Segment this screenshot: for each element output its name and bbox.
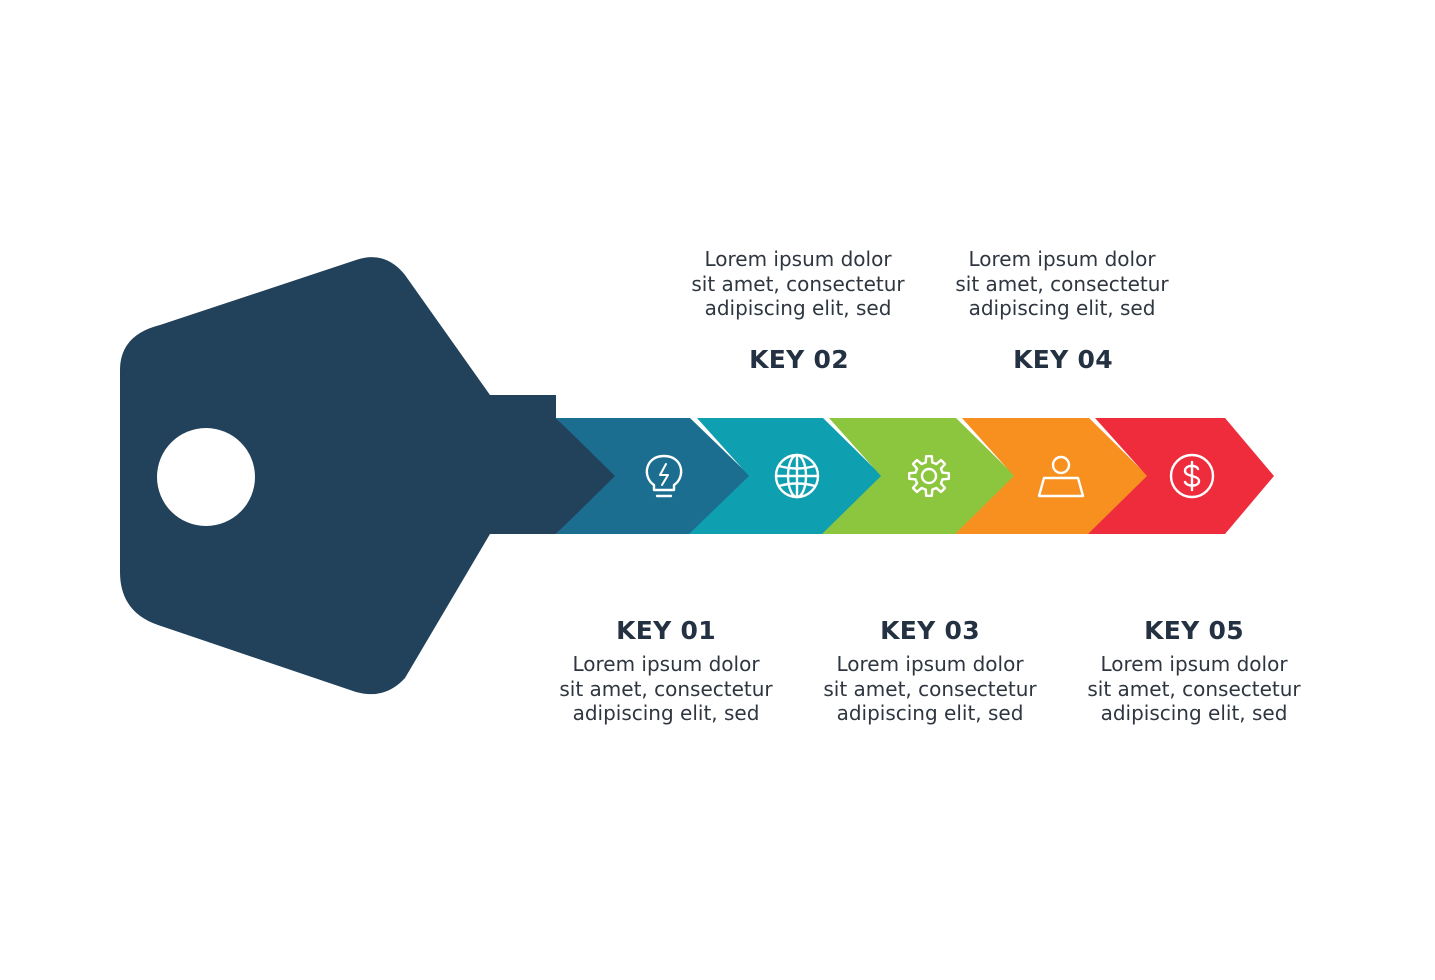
user-icon: [1037, 455, 1085, 498]
step-description-key-03: Lorem ipsum dolor sit amet, consectetur …: [785, 652, 1075, 726]
arrow-segment-4: [955, 418, 1148, 534]
desc-line: adipiscing elit, sed: [1100, 701, 1288, 725]
desc-line: Lorem ipsum dolor: [572, 652, 760, 676]
desc-line: sit amet, consectetur: [823, 676, 1037, 701]
step-description-key-01: Lorem ipsum dolor sit amet, consectetur …: [521, 652, 811, 726]
desc-line: adipiscing elit, sed: [968, 296, 1156, 320]
desc-line: Lorem ipsum dolor: [836, 652, 1024, 676]
step-title-key-02: KEY 02: [749, 345, 849, 374]
step-description-key-04: Lorem ipsum dolor sit amet, consectetur …: [917, 247, 1207, 321]
desc-line: adipiscing elit, sed: [572, 701, 760, 725]
gear-icon: [908, 455, 950, 497]
lightbulb-icon: [645, 454, 683, 498]
desc-line: sit amet, consectetur: [559, 676, 773, 701]
step-title-key-01: KEY 01: [616, 616, 716, 645]
step-description-key-02: Lorem ipsum dolor sit amet, consectetur …: [653, 247, 943, 321]
desc-line: sit amet, consectetur: [955, 271, 1169, 296]
desc-line: sit amet, consectetur: [691, 271, 905, 296]
desc-line: Lorem ipsum dolor: [1100, 652, 1288, 676]
dollar-icon: [1169, 453, 1215, 499]
arrow-segment-1: [556, 418, 750, 534]
step-title-key-04: KEY 04: [1013, 345, 1113, 374]
key-hole: [157, 428, 255, 526]
arrow-segment-3: [822, 418, 1015, 534]
desc-line: adipiscing elit, sed: [836, 701, 1024, 725]
step-title-key-05: KEY 05: [1144, 616, 1244, 645]
key-head: [120, 257, 617, 695]
step-description-key-05: Lorem ipsum dolor sit amet, consectetur …: [1049, 652, 1339, 726]
desc-line: adipiscing elit, sed: [704, 296, 892, 320]
desc-line: Lorem ipsum dolor: [968, 247, 1156, 271]
step-title-key-03: KEY 03: [880, 616, 980, 645]
desc-line: sit amet, consectetur: [1087, 676, 1301, 701]
globe-icon: [774, 453, 820, 499]
desc-line: Lorem ipsum dolor: [704, 247, 892, 271]
arrow-segment-5: [1088, 418, 1274, 534]
